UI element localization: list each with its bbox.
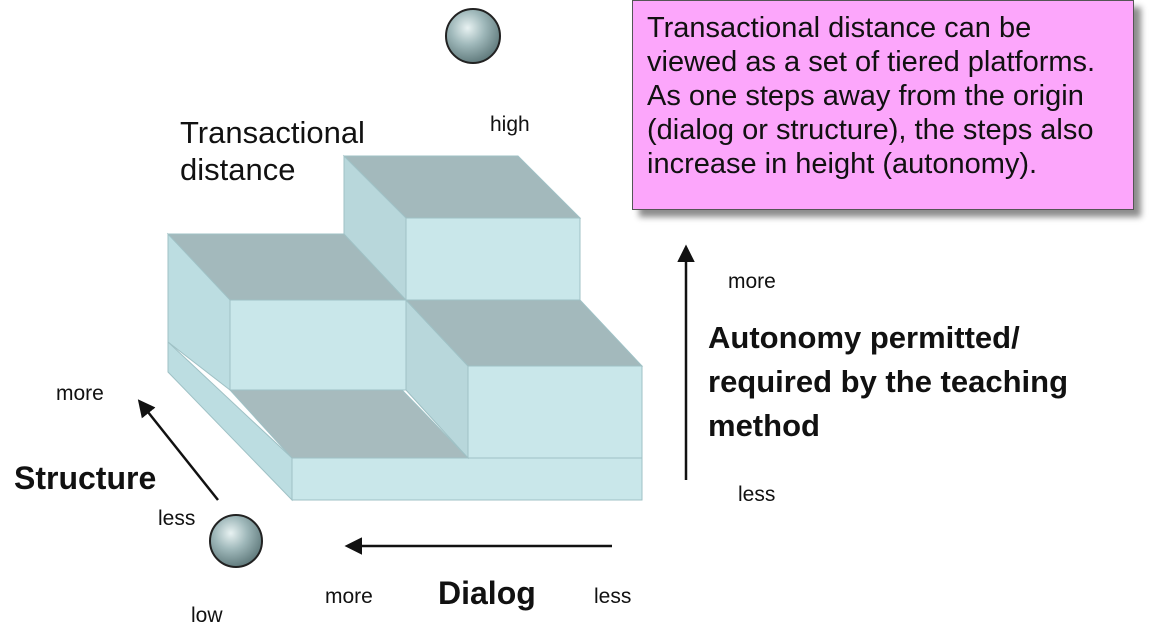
explanation-callout: Transactional distance can be viewed as …: [632, 0, 1134, 210]
high-label: high: [490, 113, 530, 136]
low-label: low: [191, 604, 223, 627]
dialog-label: Dialog: [438, 575, 536, 611]
low-sphere: [209, 514, 263, 568]
structure-more-label: more: [56, 382, 104, 405]
dialog-more-label: more: [325, 585, 373, 608]
structure-less-label: less: [158, 507, 196, 530]
autonomy-more-label: more: [728, 270, 776, 293]
step-2-front-left: [229, 299, 407, 391]
callout-text: Transactional distance can be viewed as …: [647, 12, 1096, 180]
tiered-platforms: [166, 154, 644, 502]
dialog-less-label: less: [594, 585, 632, 608]
step-2-front-right: [467, 365, 643, 459]
high-sphere: [445, 8, 501, 64]
transactional-distance-label: Transactional distance: [180, 115, 365, 188]
autonomy-less-label: less: [738, 483, 776, 506]
autonomy-label: Autonomy permitted/ required by the teac…: [708, 320, 1069, 443]
step-3-front: [405, 217, 581, 301]
structure-arrow: [137, 399, 219, 501]
step-1-front: [291, 457, 643, 501]
structure-label: Structure: [14, 460, 157, 496]
